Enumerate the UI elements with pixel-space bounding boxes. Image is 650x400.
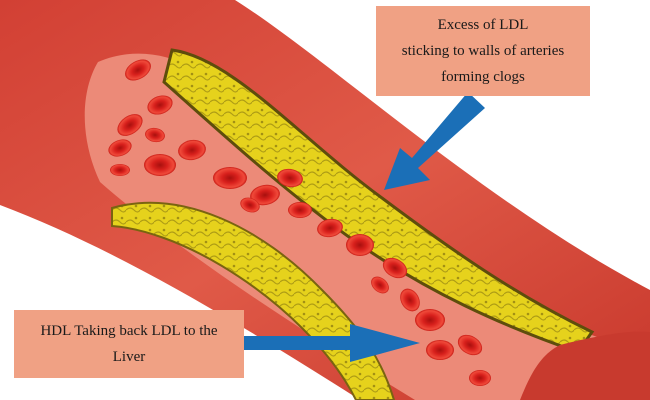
artery-outlet-wall: [520, 331, 650, 400]
red-blood-cell: [147, 95, 173, 115]
red-blood-cell: [426, 340, 454, 360]
red-blood-cell: [317, 218, 343, 238]
red-blood-cell: [400, 288, 420, 312]
ldl-callout-line: forming clogs: [441, 69, 525, 85]
hdl-callout: HDL Taking back LDL to the Liver: [14, 310, 244, 378]
red-blood-cell: [288, 202, 312, 218]
red-blood-cell: [178, 139, 206, 161]
hdl-callout-line: Liver: [112, 349, 146, 365]
red-blood-cell: [250, 184, 280, 206]
red-blood-cell: [457, 334, 483, 356]
red-blood-cell: [125, 59, 151, 81]
red-blood-cell: [110, 164, 130, 176]
red-blood-cell: [469, 370, 491, 386]
ldl-callout-line: Excess of LDL: [437, 17, 529, 33]
red-blood-cell: [213, 167, 247, 189]
red-blood-cell: [108, 139, 132, 157]
red-blood-cell: [346, 234, 374, 256]
red-blood-cell: [415, 309, 445, 331]
ldl-arrow: [384, 92, 485, 190]
ldl-callout-line: sticking to walls of arteries: [401, 43, 565, 59]
red-blood-cell: [382, 257, 408, 279]
ldl-callout: Excess of LDL sticking to walls of arter…: [376, 6, 590, 96]
red-blood-cell: [144, 154, 176, 176]
red-blood-cells: [108, 59, 491, 386]
red-blood-cell: [277, 168, 303, 188]
red-blood-cell: [145, 127, 165, 143]
red-blood-cell: [371, 276, 389, 294]
red-blood-cell: [240, 197, 260, 213]
hdl-callout-line: HDL Taking back LDL to the: [40, 323, 218, 339]
red-blood-cell: [117, 114, 143, 136]
hdl-arrow: [244, 324, 420, 362]
